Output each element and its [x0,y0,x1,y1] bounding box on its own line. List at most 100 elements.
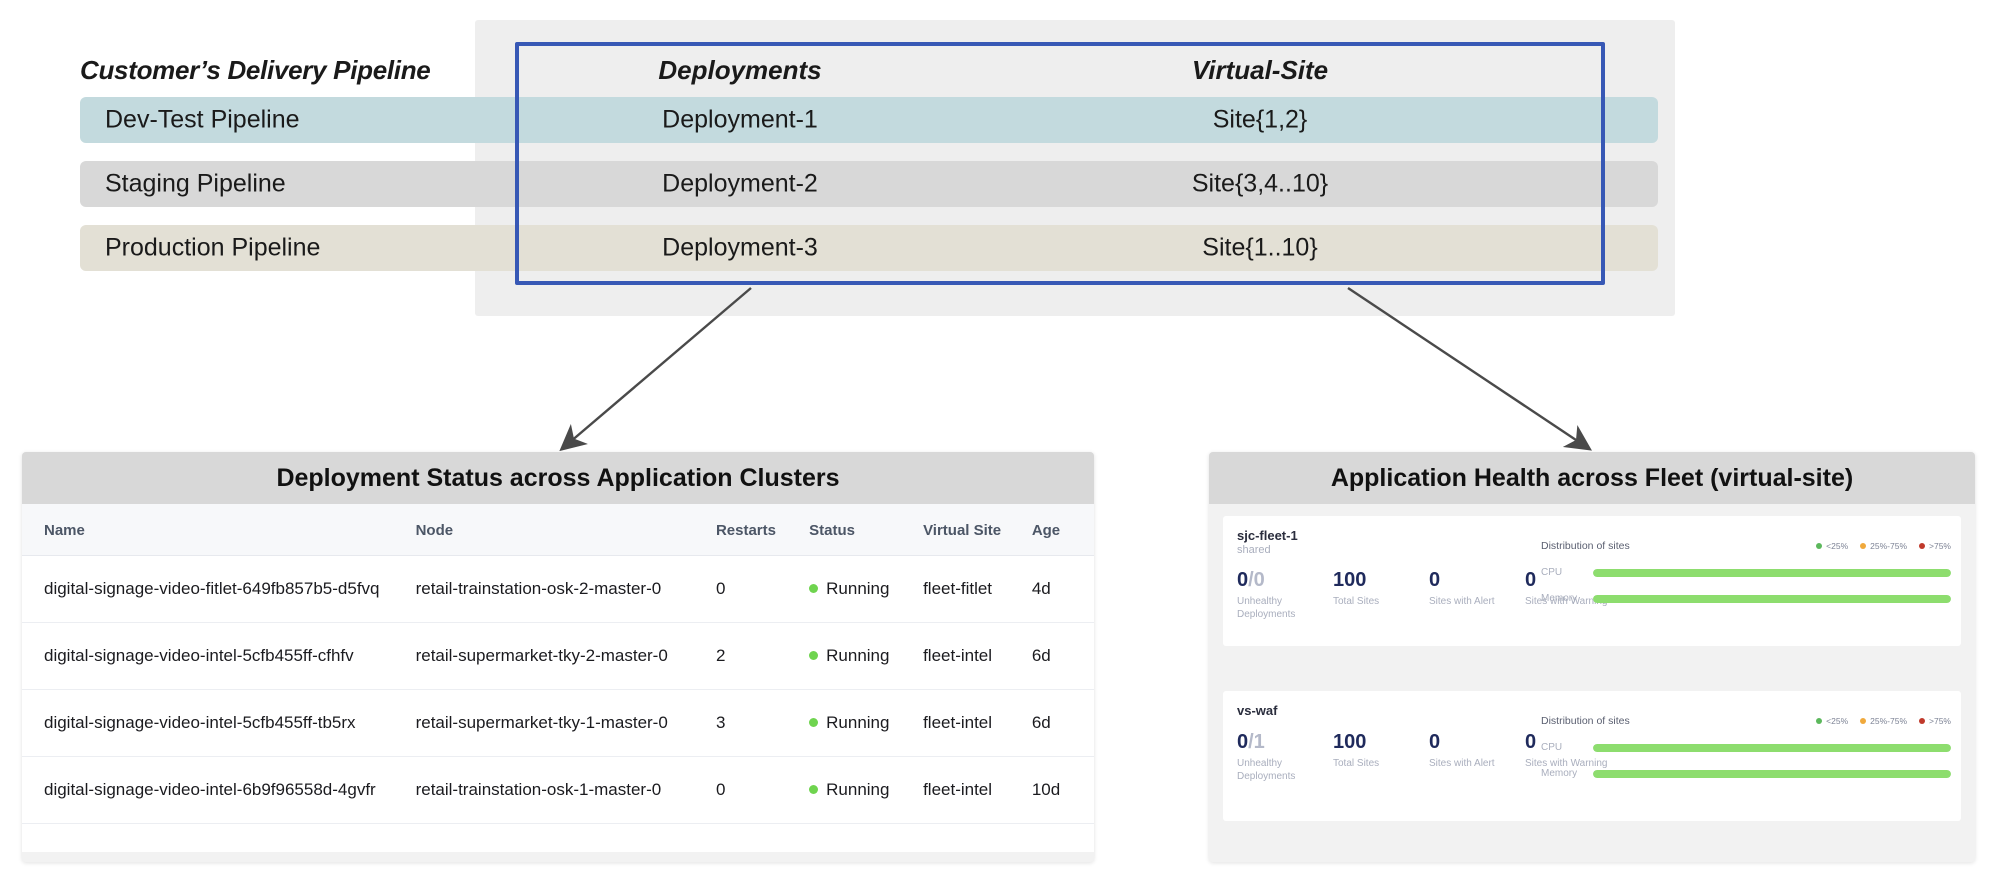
stat-caption: Total Sites [1333,596,1380,607]
cell-restarts: 0 [715,756,810,824]
legend-dot-red-icon [1919,718,1926,724]
status-dot-icon [809,651,819,660]
application-health-panel: Application Health across Fleet (virtual… [1209,452,1975,862]
cell-name: digital-signage-video-intel-5cfb455ff-cf… [22,622,416,690]
distribution-header: Distribution of sites <25% 25%-75% >75% [1541,540,1951,552]
cell-virtual-site: fleet-fitlet [923,555,1032,623]
unhealthy-count: 0 [1237,569,1249,591]
table-row[interactable]: digital-signage-video-fitlet-649fb857b5-… [22,555,1094,623]
cell-age: 6d [1031,689,1094,757]
distribution-legend: <25% 25%-75% >75% [1816,716,1951,726]
stat-value: 0 [1525,731,1537,753]
table-header-row: Name Node Restarts Status Virtual Site A… [22,504,1094,556]
legend-item-high: >75% [1919,541,1951,551]
stat-unhealthy-deployments: 0/1 Unhealthy Deployments [1237,732,1333,783]
cell-restarts: 2 [715,622,810,690]
memory-bar-row: Memory [1541,593,1951,604]
legend-item-mid: 25%-75% [1860,541,1907,551]
status-label: Running [826,713,890,732]
distribution-title: Distribution of sites [1541,715,1630,727]
pipeline-row-site: Site{1..10} [1202,233,1318,262]
deployment-status-title: Deployment Status across Application Clu… [22,452,1094,504]
memory-bar-track [1593,769,1951,778]
unhealthy-count: 0 [1237,731,1249,753]
pipeline-row-label: Staging Pipeline [105,169,286,198]
legend-dot-orange-icon [1860,718,1867,724]
cell-node: retail-supermarket-tky-1-master-0 [415,689,716,757]
stat-sites-with-alert: 0 Sites with Alert [1429,570,1525,621]
cell-age: 4d [1031,555,1094,623]
fleet-name: vs-waf [1237,703,1278,718]
table-row[interactable]: digital-signage-video-intel-5cfb455ff-cf… [22,622,1094,690]
header-name[interactable]: Name [22,504,416,556]
status-label: Running [826,579,890,598]
cell-name: digital-signage-video-intel-6b9f96558d-4… [22,756,416,824]
fleet-stats: 0/1 Unhealthy Deployments 100 Total Site… [1237,732,1947,783]
memory-bar-track [1593,594,1951,603]
memory-bar-label: Memory [1541,593,1578,604]
cell-restarts: 0 [715,555,810,623]
status-dot-icon [809,584,819,593]
cpu-bar-track [1593,568,1951,577]
unhealthy-total: /0 [1248,569,1265,591]
legend-label: >75% [1929,716,1951,726]
memory-bar-row: Memory [1541,768,1951,779]
header-node[interactable]: Node [415,504,716,556]
table-row[interactable]: digital-signage-video-intel-6b9f96558d-4… [22,756,1094,824]
header-virtual-site[interactable]: Virtual Site [923,504,1032,556]
legend-label: 25%-75% [1870,541,1908,551]
legend-label: 25%-75% [1870,716,1908,726]
distribution-title: Distribution of sites [1541,540,1630,552]
stat-caption: Sites with Alert [1429,758,1495,769]
stat-total-sites: 100 Total Sites [1333,570,1429,621]
pipeline-row-staging[interactable]: Staging Pipeline Deployment-2 Site{3,4..… [80,161,1658,207]
pipeline-row-label: Production Pipeline [105,233,321,262]
stat-value: 100 [1333,731,1367,753]
table-row[interactable]: digital-signage-video-intel-5cfb455ff-tb… [22,689,1094,757]
legend-label: <25% [1826,541,1849,551]
stat-sites-with-warning: 0 Sites with Warning [1525,570,1621,621]
cpu-bar-row: CPU [1541,742,1951,753]
memory-bar-fill [1593,594,1951,603]
pipeline-row-site: Site{1,2} [1212,105,1308,134]
application-health-title: Application Health across Fleet (virtual… [1209,452,1975,504]
stat-sites-with-warning: 0 Sites with Warning [1525,732,1621,783]
stat-value: 0/1 [1237,732,1333,752]
pipeline-row-production[interactable]: Production Pipeline Deployment-3 Site{1.… [80,225,1658,271]
stat-total-sites: 100 Total Sites [1333,732,1429,783]
column-header-deployments: Deployments [658,55,822,85]
status-dot-icon [809,718,819,727]
legend-dot-orange-icon [1860,543,1867,549]
fleet-card[interactable]: vs-waf 0/1 Unhealthy Deployments 100 Tot… [1223,691,1961,821]
table-footer-spacer [22,824,1094,852]
distribution-of-sites: Distribution of sites <25% 25%-75% >75% … [1541,715,1951,779]
fleet-card[interactable]: sjc-fleet-1 shared 0/0 Unhealthy Deploym… [1223,516,1961,646]
unhealthy-total: /1 [1248,731,1265,753]
header-restarts[interactable]: Restarts [715,504,810,556]
distribution-of-sites: Distribution of sites <25% 25%-75% >75% … [1541,540,1951,604]
stat-caption: Unhealthy Deployments [1237,596,1296,620]
stat-value: 0 [1429,731,1441,753]
cell-status: Running [809,689,924,757]
memory-bar-label: Memory [1541,768,1578,779]
fleet-card-list: sjc-fleet-1 shared 0/0 Unhealthy Deploym… [1209,504,1975,862]
header-age[interactable]: Age [1031,504,1094,556]
cpu-bar-row: CPU [1541,567,1951,578]
cell-virtual-site: fleet-intel [923,756,1032,824]
legend-dot-green-icon [1816,543,1823,549]
stat-value: 0 [1429,569,1441,591]
pipeline-row-site: Site{3,4..10} [1191,169,1329,198]
cpu-bar-track [1593,743,1951,752]
cell-node: retail-trainstation-osk-2-master-0 [415,555,716,623]
cell-age: 6d [1031,622,1094,690]
cpu-bar-label: CPU [1541,742,1563,753]
pipeline-row-dev-test[interactable]: Dev-Test Pipeline Deployment-1 Site{1,2} [80,97,1658,143]
column-header-virtual-site: Virtual-Site [1191,55,1329,85]
header-status[interactable]: Status [809,504,924,556]
cell-age: 10d [1031,756,1094,824]
cell-status: Running [809,756,924,824]
stat-unhealthy-deployments: 0/0 Unhealthy Deployments [1237,570,1333,621]
legend-item-high: >75% [1919,716,1951,726]
stat-caption: Unhealthy Deployments [1237,758,1296,782]
